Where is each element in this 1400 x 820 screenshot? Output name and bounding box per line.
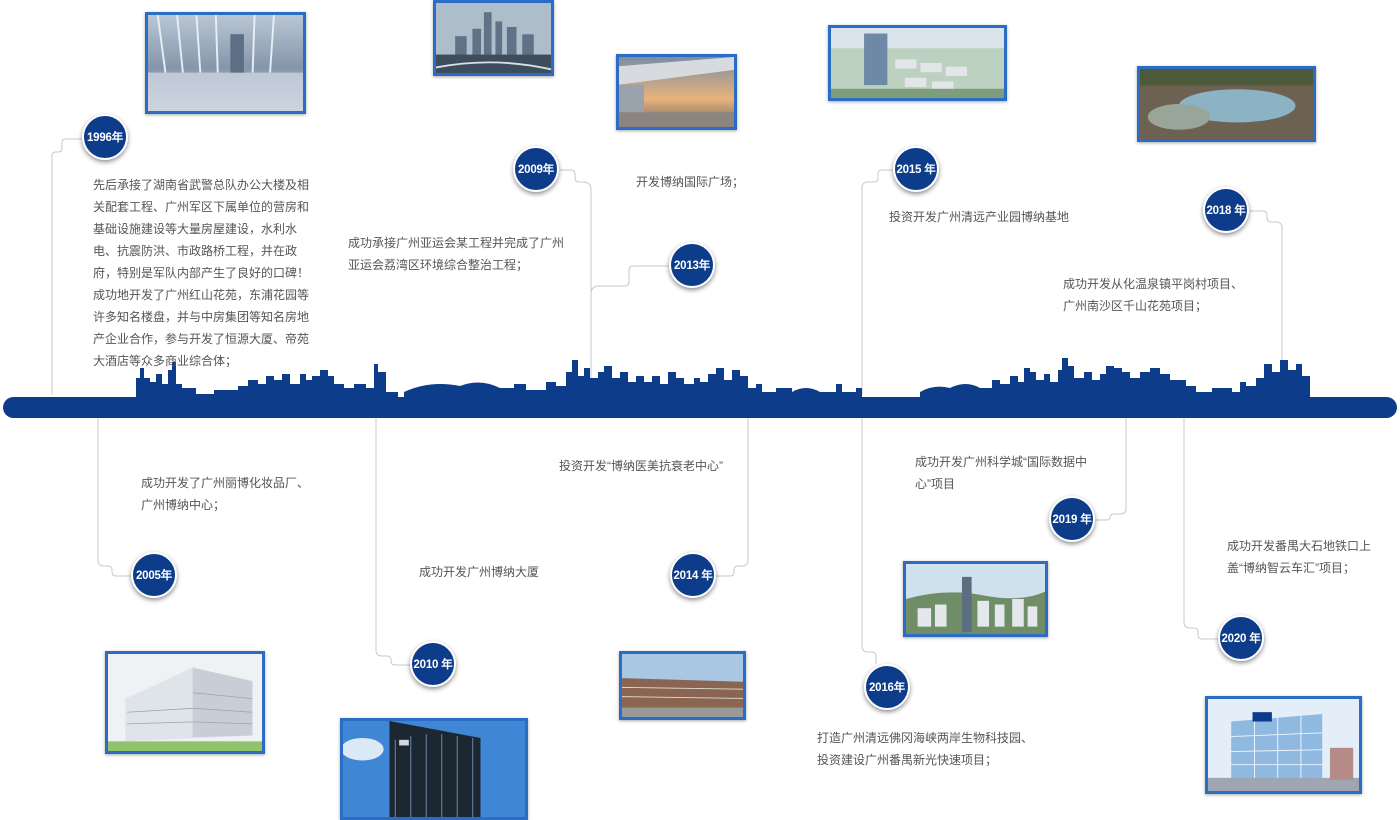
connector-2009 [560, 169, 592, 395]
connector-2015 [861, 169, 893, 395]
event-text-2013: 开发博纳国际广场； [636, 175, 745, 189]
year-badge-1996: 1996年 [82, 114, 128, 160]
beauty-center-photo [619, 651, 746, 720]
connector-2013 [590, 265, 669, 295]
year-badge-2010: 2010 年 [410, 641, 456, 687]
science-city-photo [903, 561, 1048, 637]
connector-2019 [1095, 418, 1127, 521]
event-text-2010: 成功开发广州博纳大厦 [419, 565, 540, 579]
factory-building-photo [105, 651, 265, 754]
year-badge-2009: 2009年 [513, 146, 559, 192]
event-text-2015: 投资开发广州清远产业园博纳基地 [889, 210, 1070, 224]
year-badge-2014: 2014 年 [670, 552, 716, 598]
event-text-2014: 投资开发“博纳医美抗衰老中心” [559, 459, 723, 473]
event-text-2009: 成功承接广州亚运会某工程并完成了广州亚运会荔湾区环境综合整治工程； [348, 236, 565, 272]
city-skyline-silhouette [136, 358, 1310, 398]
connector-2020 [1183, 418, 1218, 640]
connector-2010 [375, 418, 410, 666]
year-badge-2016: 2016年 [864, 664, 910, 710]
connector-2018 [1250, 210, 1283, 395]
year-badge-2015: 2015 年 [893, 146, 939, 192]
industrial-park-photo [828, 25, 1007, 101]
connector-1996 [51, 138, 82, 395]
event-text-2019: 成功开发广州科学城“国际数据中心”项目 [915, 455, 1087, 491]
year-badge-2018: 2018 年 [1203, 187, 1249, 233]
year-badge-2019: 2019 年 [1049, 496, 1095, 542]
year-badge-2020: 2020 年 [1218, 615, 1264, 661]
hot-spring-photo [1137, 66, 1316, 142]
city-skyline-photo [433, 0, 554, 76]
yunchehui-mall-photo [1205, 696, 1362, 794]
connector-2005 [97, 418, 131, 577]
plaza-sunset-photo [616, 54, 737, 130]
timeline-bar [3, 397, 1397, 418]
year-badge-2013: 2013年 [669, 242, 715, 288]
event-text-2020: 成功开发番禺大石地铁口上盖“博纳智云车汇”项目； [1227, 539, 1372, 575]
connector-2016 [861, 418, 877, 664]
event-text-2016: 打造广州清远佛冈海峡两岸生物科技园、投资建设广州番禺新光快速项目； [817, 731, 1034, 767]
connector-2014 [716, 418, 749, 577]
glass-lobby-photo [145, 12, 306, 114]
year-badge-2005: 2005年 [131, 552, 177, 598]
event-text-2018: 成功开发从化温泉镇平岗村项目、广州南沙区千山花苑项目； [1063, 277, 1244, 313]
event-text-2005: 成功开发了广州丽博化妆品厂、广州博纳中心； [141, 476, 310, 512]
office-tower-photo [340, 718, 528, 820]
event-text-1996: 先后承接了湖南省武警总队办公大楼及相关配套工程、广州军区下属单位的营房和基础设施… [93, 178, 310, 368]
